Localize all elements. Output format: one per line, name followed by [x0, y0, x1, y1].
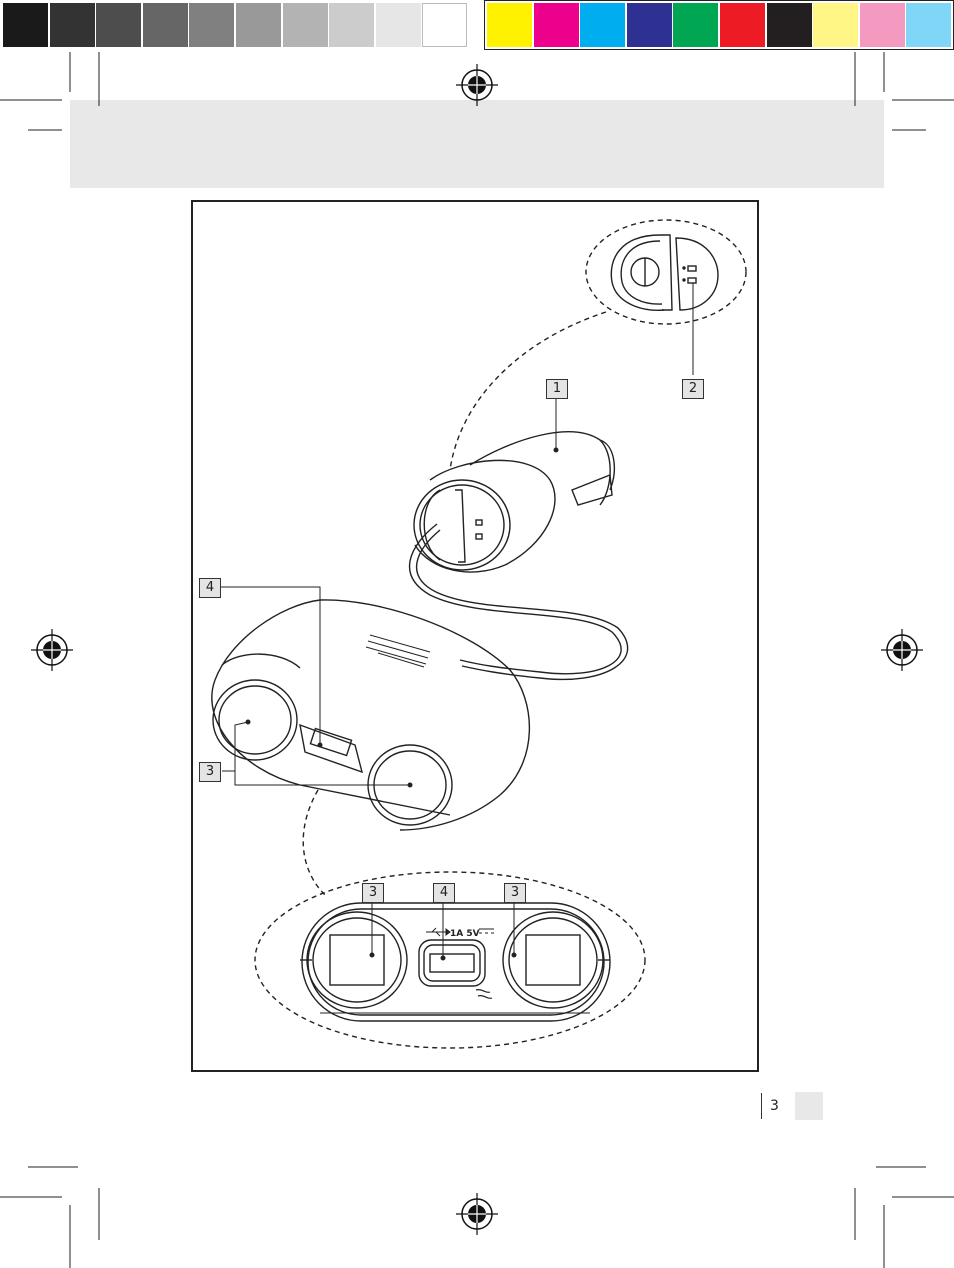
label-usb-port: 4: [199, 578, 221, 598]
label-plug-tip: 2: [682, 379, 704, 399]
label-front-usb: 4: [433, 883, 455, 903]
car-plug: [414, 432, 614, 572]
socket-adapter: [212, 600, 530, 830]
label-plug: 1: [546, 379, 568, 399]
label-front-socket-left: 3: [362, 883, 384, 903]
detail-leader-top: [450, 312, 606, 470]
usb-rating-text: 1A 5V: [450, 929, 480, 939]
adapter-front-view: [300, 903, 610, 1021]
label-socket: 3: [199, 762, 221, 782]
page-number-divider: [761, 1093, 762, 1119]
label-front-socket-right: 3: [504, 883, 526, 903]
usb-icon: [426, 928, 450, 936]
page-number: 3: [770, 1098, 779, 1114]
page-number-tab: [795, 1092, 823, 1120]
dc-symbol-icon: [479, 929, 494, 933]
plug-tip-detail: [611, 235, 718, 310]
